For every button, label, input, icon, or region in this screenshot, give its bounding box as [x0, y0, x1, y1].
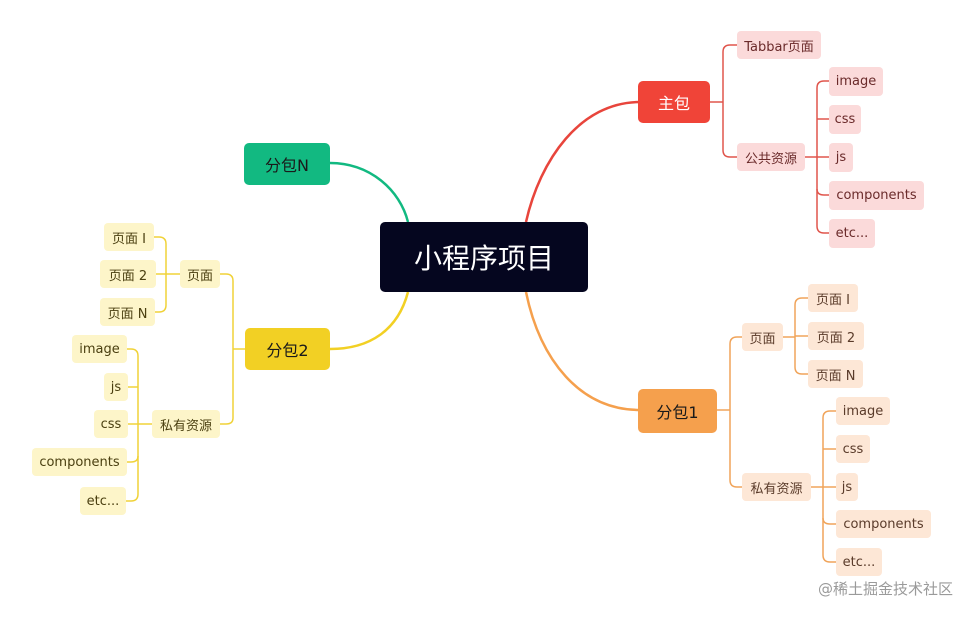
sub1-page-2-node[interactable]: 页面 2	[808, 322, 864, 350]
public-components-node[interactable]: components	[829, 181, 924, 210]
sub2-js-node[interactable]: js	[104, 373, 128, 401]
sub2-page-1-node[interactable]: 页面 I	[104, 223, 154, 251]
sub1-page-n-node[interactable]: 页面 N	[808, 360, 863, 388]
watermark: @稀土掘金技术社区	[817, 580, 953, 598]
sub2-page-n-node[interactable]: 页面 N	[100, 298, 155, 326]
sub2-private-resources-node[interactable]: 私有资源	[152, 410, 220, 438]
subpackage-1-node[interactable]: 分包1	[638, 389, 717, 433]
sub1-private-resources-node[interactable]: 私有资源	[742, 473, 811, 501]
main-package-node[interactable]: 主包	[638, 81, 710, 123]
public-etc-node[interactable]: etc...	[829, 219, 875, 248]
sub2-pages-node[interactable]: 页面	[180, 260, 220, 288]
public-css-node[interactable]: css	[829, 105, 861, 134]
subpackage-2-node[interactable]: 分包2	[245, 328, 330, 370]
root-node[interactable]: 小程序项目	[380, 222, 588, 292]
sub1-components-node[interactable]: components	[836, 510, 931, 538]
sub1-js-node[interactable]: js	[836, 473, 858, 501]
sub2-image-node[interactable]: image	[72, 335, 127, 363]
sub1-page-1-node[interactable]: 页面 I	[808, 284, 858, 312]
sub1-image-node[interactable]: image	[836, 397, 890, 425]
public-resources-node[interactable]: 公共资源	[737, 143, 805, 171]
public-js-node[interactable]: js	[829, 143, 853, 172]
sub2-components-node[interactable]: components	[32, 448, 127, 476]
sub2-page-2-node[interactable]: 页面 2	[100, 260, 156, 288]
sub1-etc-node[interactable]: etc...	[836, 548, 882, 576]
public-image-node[interactable]: image	[829, 67, 883, 96]
sub1-pages-node[interactable]: 页面	[742, 323, 783, 351]
sub2-css-node[interactable]: css	[94, 410, 128, 438]
tabbar-pages-node[interactable]: Tabbar页面	[737, 31, 821, 59]
sub2-etc-node[interactable]: etc...	[80, 487, 126, 515]
sub1-css-node[interactable]: css	[836, 435, 870, 463]
subpackage-n-node[interactable]: 分包N	[244, 143, 330, 185]
